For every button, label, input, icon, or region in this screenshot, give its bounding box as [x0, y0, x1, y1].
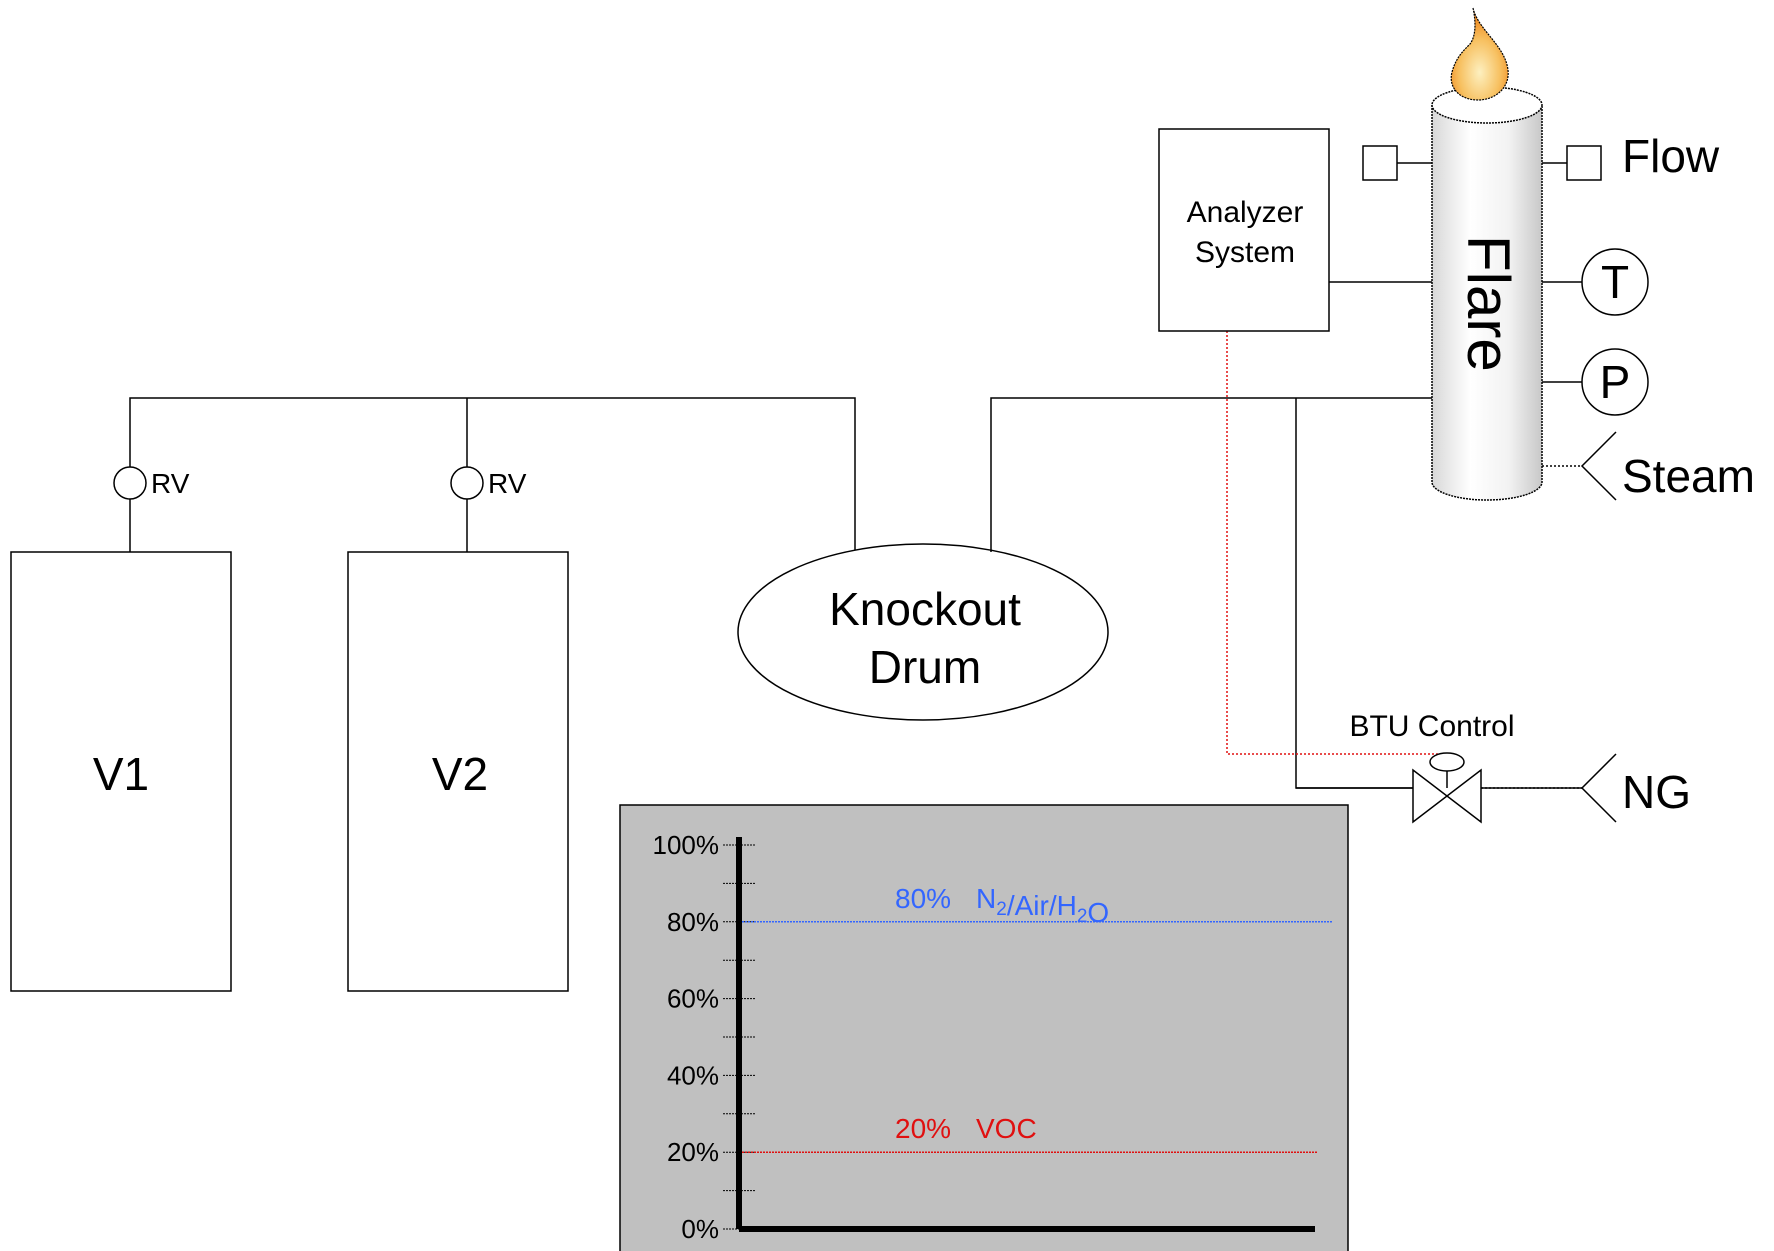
- ng-inlet: NG: [1481, 753, 1691, 823]
- relief-valve-v1: RV: [113, 466, 190, 500]
- analyzer-signal-line: [1226, 331, 1448, 762]
- chart-series-value-label: 20%: [895, 1113, 951, 1144]
- btu-control-valve: BTU Control: [1349, 710, 1515, 824]
- vessel-v2-label: V2: [432, 748, 488, 800]
- knockout-drum-label-line2: Drum: [869, 641, 981, 693]
- temperature-sensor: T: [1542, 248, 1649, 316]
- flare-label: Flare: [1455, 235, 1522, 372]
- vessel-v1: V1: [10, 551, 232, 992]
- chart-y-tick-label: 20%: [667, 1137, 719, 1167]
- pressure-sensor: P: [1542, 348, 1649, 416]
- chart-y-tick-label: 80%: [667, 907, 719, 937]
- btu-control-label: BTU Control: [1349, 710, 1514, 743]
- chart-background: [619, 804, 1349, 1251]
- chart-y-tick-label: 0%: [681, 1214, 719, 1244]
- flare-left-sensor: [1362, 145, 1432, 181]
- vessel-v2: V2: [347, 551, 569, 992]
- flare-stack: Flare: [1431, 86, 1543, 501]
- flow-meter: Flow: [1542, 130, 1720, 182]
- chart-series-value-label: 80%: [895, 883, 951, 914]
- vessel-v1-label: V1: [93, 748, 149, 800]
- ng-label: NG: [1622, 766, 1691, 818]
- analyzer-label-line1: Analyzer: [1187, 196, 1304, 229]
- analyzer-system: Analyzer System: [1158, 128, 1330, 332]
- knockout-drum: Knockout Drum: [737, 543, 1109, 721]
- chart-y-tick-label: 40%: [667, 1060, 719, 1090]
- chart-series: 80% N2/Air/H2O 20% VOC: [739, 883, 1332, 1153]
- flow-label: Flow: [1622, 130, 1720, 182]
- temperature-label: T: [1601, 256, 1629, 308]
- chart-series-name-label: N2/Air/H2O: [976, 883, 1109, 928]
- steam-inlet: Steam: [1542, 431, 1755, 502]
- relief-valve-v2: RV: [450, 466, 527, 500]
- composition-chart: 100% 80% 60% 40% 20% 0% 80% N2/Air/H2O 20% VOC: [619, 804, 1349, 1251]
- chart-y-tick-label: 100%: [653, 830, 720, 860]
- header-piping: [129, 397, 856, 552]
- steam-label: Steam: [1622, 450, 1755, 502]
- chart-ticks: 100% 80% 60% 40% 20% 0%: [653, 830, 755, 1244]
- analyzer-label-line2: System: [1195, 236, 1295, 269]
- chart-y-tick-label: 60%: [667, 984, 719, 1014]
- rv1-label: RV: [151, 468, 190, 499]
- rv2-label: RV: [488, 468, 527, 499]
- flare-flame-icon: [1450, 7, 1509, 101]
- knockout-drum-label-line1: Knockout: [829, 583, 1021, 635]
- pressure-label: P: [1600, 356, 1631, 408]
- chart-series-name-label: VOC: [976, 1113, 1037, 1144]
